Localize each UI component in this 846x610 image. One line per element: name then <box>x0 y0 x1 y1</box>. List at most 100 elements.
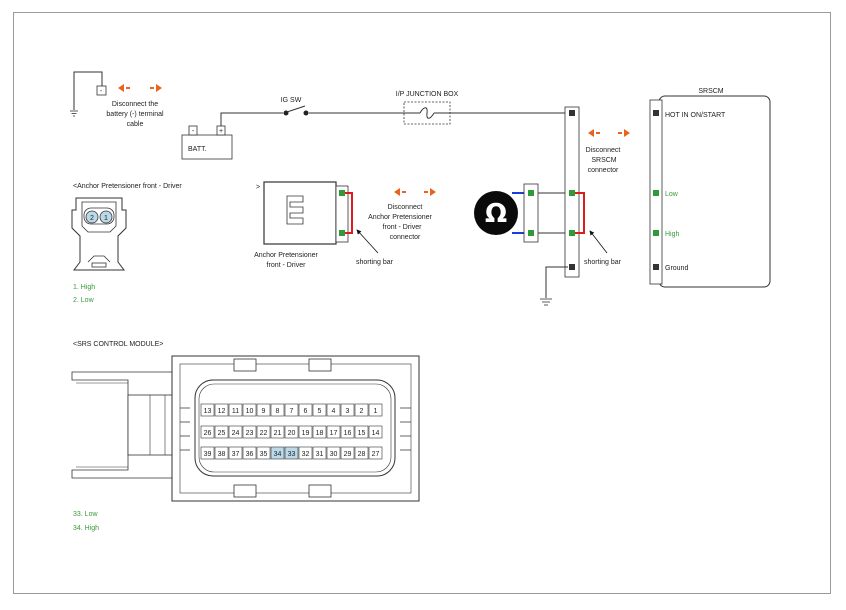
srs-pin-11-label: 11 <box>232 408 239 415</box>
srs-pin-30 <box>326 446 341 460</box>
srscm-shorting-bar <box>575 192 585 234</box>
srs-pin-38 <box>214 446 229 460</box>
anchor-connector-face: 2 1 <box>71 197 127 271</box>
anchor-pin-1 <box>99 210 113 224</box>
srs-pin-6-label: 6 <box>304 408 308 415</box>
srs-pin-14-label: 14 <box>372 430 380 437</box>
srs-pin-29-label: 29 <box>344 451 352 458</box>
srs-pin-37 <box>228 446 243 460</box>
disconnect-arrow-battery <box>118 84 162 92</box>
srs-pin-2-label: 2 <box>360 408 364 415</box>
srs-pin-23-label: 23 <box>246 430 254 437</box>
srs-pin-33 <box>284 446 299 460</box>
srs-pin-36 <box>242 446 257 460</box>
srscm-hot-label: HOT IN ON/START <box>665 112 726 119</box>
srscm-shorting-bar-pointer <box>589 230 608 254</box>
anchor-terminal-low <box>339 230 345 236</box>
srscm-module-box <box>649 95 771 288</box>
ohm-symbol: Ω <box>485 199 507 229</box>
srs-pin-27 <box>368 446 383 460</box>
anchor-pin-high-label: 1. High <box>73 284 95 291</box>
srs-pin-19-label: 19 <box>302 430 310 437</box>
srs-pin-9 <box>256 403 271 417</box>
srscm-ground-label: Ground <box>665 265 688 272</box>
srs-pin-37-label: 37 <box>232 451 240 458</box>
srs-pin-18 <box>312 425 327 439</box>
srs-pin-14 <box>368 425 383 439</box>
srs-pin-27-label: 27 <box>372 451 380 458</box>
srscm-shorting-bar-label: shorting bar <box>584 259 622 266</box>
srs-pin-4-label: 4 <box>332 408 336 415</box>
srs-pin-10-label: 10 <box>246 408 254 415</box>
battery-disconnect-note-line2: battery (-) terminal <box>106 111 164 118</box>
srs-pin-low-label: 33. Low <box>73 511 98 518</box>
anchor-pin-2-number: 2 <box>90 215 94 222</box>
anchor-disconnect-note-line2: Anchor Pretensioner <box>368 214 432 221</box>
srs-pin-39-label: 39 <box>204 451 212 458</box>
anchor-shorting-bar <box>345 192 353 234</box>
anchor-pin-1-number: 1 <box>104 215 108 222</box>
srs-pin-21 <box>270 425 285 439</box>
srs-pin-15-label: 15 <box>358 430 366 437</box>
srs-pin-26 <box>200 425 215 439</box>
srscm-title: SRSCM <box>698 88 723 95</box>
srs-module-title: <SRS CONTROL MODULE> <box>73 341 163 348</box>
srs-pin-35 <box>256 446 271 460</box>
srs-pin-34-label: 34 <box>274 451 282 458</box>
srs-pin-30-label: 30 <box>330 451 338 458</box>
srs-pin-29 <box>340 446 355 460</box>
srs-pin-17-label: 17 <box>330 430 338 437</box>
srs-pin-36-label: 36 <box>246 451 254 458</box>
anchor-disconnect-note-line4: connector <box>390 234 421 241</box>
srs-pin-24-label: 24 <box>232 430 240 437</box>
srs-pin-33-label: 33 <box>288 451 296 458</box>
srs-pin-8-label: 8 <box>276 408 280 415</box>
battery-minus-terminal: - <box>192 128 195 135</box>
srs-pin-39 <box>200 446 215 460</box>
anchor-disconnect-note-line3: front - Driver <box>383 224 423 231</box>
anchor-disconnect-note-line1: Disconnect <box>388 204 423 211</box>
srs-pin-23 <box>242 425 257 439</box>
srscm-disconnect-note-line2: SRSCM <box>591 157 616 164</box>
anchor-pin-low-label: 2. Low <box>73 297 95 304</box>
srs-pin-12 <box>214 403 229 417</box>
battery: - + BATT. <box>181 125 233 160</box>
srs-pin-5-label: 5 <box>318 408 322 415</box>
srs-pin-38-label: 38 <box>218 451 226 458</box>
anchor-component-label-line2: front - Driver <box>267 262 307 269</box>
anchor-component-label-line1: Anchor Pretensioner <box>254 252 318 259</box>
srs-pin-16-label: 16 <box>344 430 352 437</box>
anchor-terminal-high <box>339 190 345 196</box>
srs-pin-28 <box>354 446 369 460</box>
srs-pin-25-label: 25 <box>218 430 226 437</box>
disconnect-arrow-srscm <box>588 129 630 137</box>
srscm-harness-connector <box>564 106 580 278</box>
battery-disconnect-note-line1: Disconnect the <box>112 101 158 108</box>
srs-pin-2 <box>354 403 369 417</box>
wire-battery-to-ig <box>220 112 283 126</box>
srs-pin-7-label: 7 <box>290 408 294 415</box>
anchor-shorting-bar-pointer <box>356 229 379 254</box>
wire-srscm-ground <box>545 266 568 298</box>
srs-pin-31 <box>312 446 327 460</box>
ohmmeter: Ω <box>474 191 518 235</box>
srs-pin-35-label: 35 <box>260 451 268 458</box>
srscm-disconnect-note-line3: connector <box>588 167 619 174</box>
ig-switch <box>283 105 309 116</box>
srs-pin-15 <box>354 425 369 439</box>
srs-pin-21-label: 21 <box>274 430 282 437</box>
anchor-connector-title: <Anchor Pretensioner front - Driver <box>73 183 182 190</box>
battery-plus-terminal: + <box>219 128 223 135</box>
srs-pin-32 <box>298 446 313 460</box>
srs-pin-5 <box>312 403 327 417</box>
battery-disconnect-group: - Disconnect the battery (-) terminal ca… <box>70 71 164 128</box>
ig-switch-label: IG SW <box>281 97 302 104</box>
srs-pin-13 <box>200 403 215 417</box>
ground-symbol-srscm <box>540 298 552 306</box>
srs-pin-31-label: 31 <box>316 451 324 458</box>
srs-pin-16 <box>340 425 355 439</box>
junction-box-fuse <box>403 101 451 125</box>
anchor-component-marker: > <box>256 184 260 191</box>
